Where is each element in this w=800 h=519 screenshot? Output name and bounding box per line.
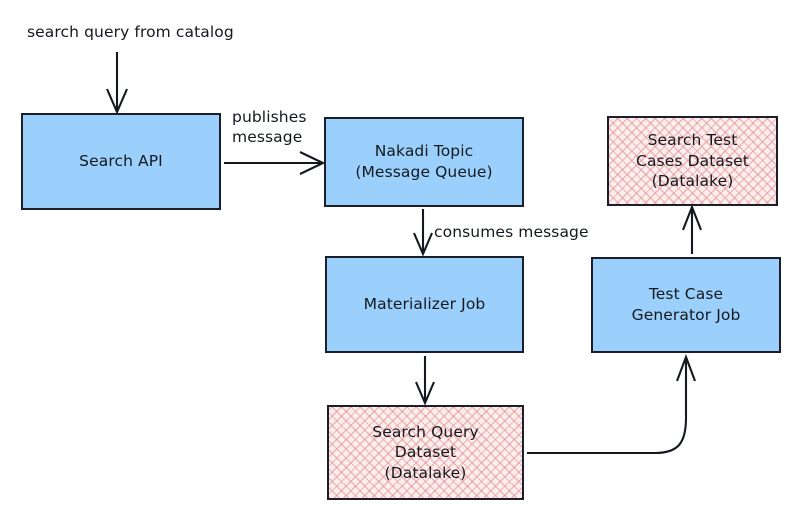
edge-search-query-dataset-to-generator [527, 354, 696, 455]
edge-catalog-to-search-api [106, 52, 128, 115]
node-nakadi-topic[interactable]: Nakadi Topic (Message Queue) [324, 117, 524, 207]
node-search-api[interactable]: Search API [21, 113, 221, 210]
node-test-case-generator-job[interactable]: Test Case Generator Job [591, 257, 781, 353]
label-search-query-from-catalog: search query from catalog [27, 23, 234, 41]
node-test-case-generator-job-label: Test Case Generator Job [631, 285, 741, 324]
node-search-query-dataset[interactable]: Search Query Dataset (Datalake) [327, 405, 524, 500]
node-search-test-cases-dataset[interactable]: Search Test Cases Dataset (Datalake) [607, 116, 778, 206]
edge-nakadi-to-materializer [413, 209, 433, 257]
edge-label-publishes-message: publishes message [232, 108, 307, 147]
edge-generator-to-test-cases-dataset [682, 204, 702, 254]
node-search-query-dataset-label: Search Query Dataset (Datalake) [372, 422, 479, 482]
node-search-test-cases-dataset-label: Search Test Cases Dataset (Datalake) [636, 131, 749, 191]
node-nakadi-topic-label: Nakadi Topic (Message Queue) [355, 142, 493, 181]
edge-label-consumes-message: consumes message [434, 223, 589, 241]
edge-materializer-to-search-query-dataset [415, 356, 435, 406]
node-materializer-job-label: Materializer Job [363, 295, 486, 314]
node-search-api-label: Search API [79, 152, 163, 171]
node-materializer-job[interactable]: Materializer Job [325, 256, 524, 353]
edge-search-api-to-nakadi [224, 151, 326, 175]
